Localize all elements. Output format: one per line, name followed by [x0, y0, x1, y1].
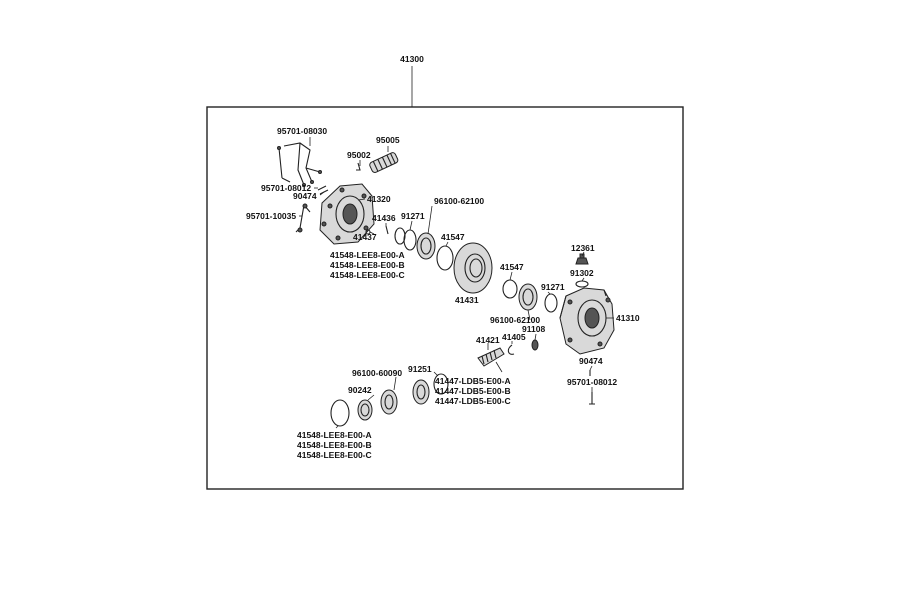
gear-case-part[interactable] [559, 287, 615, 355]
label-90242[interactable]: 90242 [348, 385, 372, 395]
bolt-set-part[interactable] [295, 203, 311, 233]
lock-nut-part[interactable] [357, 399, 373, 421]
label-91302[interactable]: 91302 [570, 268, 594, 278]
shim-part-2[interactable] [502, 279, 518, 299]
assembly-frame [206, 106, 684, 490]
label-95701-08030[interactable]: 95701-08030 [277, 126, 327, 136]
label-96100-62100-mid[interactable]: 96100-62100 [490, 315, 540, 325]
label-41310[interactable]: 41310 [616, 313, 640, 323]
label-91108[interactable]: 91108 [522, 324, 545, 334]
bolt-part-3[interactable] [589, 392, 595, 405]
label-41405[interactable]: 41405 [502, 332, 526, 342]
label-95701-08012-bottom[interactable]: 95701-08012 [567, 377, 617, 387]
oil-seal-part-2[interactable] [544, 293, 558, 313]
label-41548-b-bottom[interactable]: 41548-LEE8-E00-B [297, 440, 372, 450]
ring-gear-part[interactable] [453, 242, 493, 294]
label-41547-b[interactable]: 41547 [500, 262, 524, 272]
oil-seal-part[interactable] [394, 227, 406, 245]
o-ring-part[interactable] [575, 280, 589, 288]
label-41548-c-bottom[interactable]: 41548-LEE8-E00-C [297, 450, 372, 460]
label-41547-a[interactable]: 41547 [441, 232, 465, 242]
pin-part[interactable] [385, 225, 389, 235]
rear-cover-part[interactable] [319, 183, 375, 245]
ball-bearing-part-3[interactable] [412, 379, 430, 405]
leader-lines [299, 137, 614, 429]
label-41437[interactable]: 41437 [353, 232, 377, 242]
label-41447-c[interactable]: 41447-LDB5-E00-C [435, 396, 511, 406]
pinion-gear-part[interactable] [477, 347, 505, 367]
label-96100-60090[interactable]: 96100-60090 [352, 368, 402, 378]
label-91271-right[interactable]: 91271 [541, 282, 565, 292]
wire-harness-part[interactable] [277, 142, 322, 187]
label-41548-b-top[interactable]: 41548-LEE8-E00-B [330, 260, 405, 270]
assembly-number-label[interactable]: 41300 [400, 54, 424, 64]
label-95002[interactable]: 95002 [347, 150, 371, 160]
label-41421[interactable]: 41421 [476, 335, 500, 345]
label-41548-a-top[interactable]: 41548-LEE8-E00-A [330, 250, 405, 260]
circlip-part[interactable] [507, 344, 515, 355]
label-41548-c-top[interactable]: 41548-LEE8-E00-C [330, 270, 405, 280]
label-41447-b[interactable]: 41447-LDB5-E00-B [435, 386, 511, 396]
label-41431[interactable]: 41431 [455, 295, 479, 305]
label-95701-10035[interactable]: 95701-10035 [246, 211, 296, 221]
label-90474-top[interactable]: 90474 [293, 191, 317, 201]
shim-ring-part[interactable] [403, 229, 417, 251]
label-12361[interactable]: 12361 [571, 243, 595, 253]
ball-bearing-part-2[interactable] [518, 283, 538, 311]
label-41447-a[interactable]: 41447-LDB5-E00-A [435, 376, 511, 386]
label-41320[interactable]: 41320 [367, 194, 391, 204]
label-41548-a-bottom[interactable]: 41548-LEE8-E00-A [297, 430, 372, 440]
clip-part[interactable] [356, 162, 361, 171]
label-95005[interactable]: 95005 [376, 135, 400, 145]
label-91271-left[interactable]: 91271 [401, 211, 425, 221]
oil-seal-part-3[interactable] [433, 373, 449, 395]
label-95701-08012-top[interactable]: 95701-08012 [261, 183, 311, 193]
label-91251[interactable]: 91251 [408, 364, 432, 374]
label-41436[interactable]: 41436 [372, 213, 396, 223]
ball-bearing-part[interactable] [416, 232, 436, 260]
shim-part-3[interactable] [330, 399, 350, 427]
bearing-race-part[interactable] [380, 389, 398, 415]
label-90474-bottom[interactable]: 90474 [579, 356, 603, 366]
label-96100-62100-top[interactable]: 96100-62100 [434, 196, 484, 206]
rubber-boot-part[interactable] [369, 152, 399, 174]
seal-part[interactable] [531, 339, 539, 351]
shim-part[interactable] [436, 245, 454, 271]
